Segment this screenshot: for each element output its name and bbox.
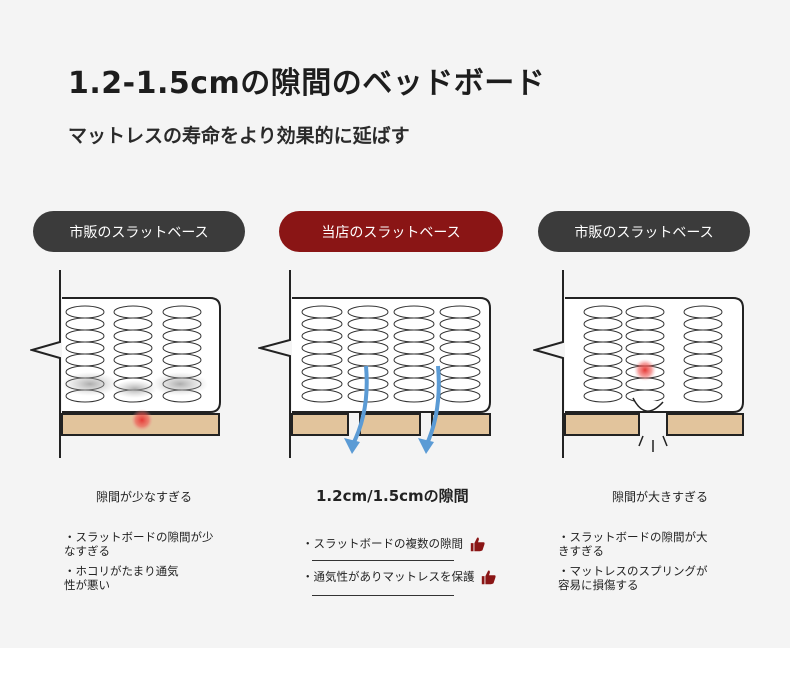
airflow-arrow-icon xyxy=(344,365,369,454)
panel-1-label-text: 市販のスラットベース xyxy=(69,224,209,241)
panel-2-note-1: ・スラットボードの複数の隙間 xyxy=(302,535,487,553)
panel-2-label-text: 当店のスラットベース xyxy=(321,224,461,241)
panel-2-label: 当店のスラットベース xyxy=(279,211,503,252)
panel-3-caption: 隙間が大きすぎる xyxy=(612,490,709,504)
panel-1-label: 市販のスラットベース xyxy=(33,211,245,252)
panel-3-label-text: 市販のスラットベース xyxy=(574,224,714,241)
page-title: 1.2-1.5cmの隙間のベッドボード xyxy=(68,66,546,101)
diagram-large-gap xyxy=(533,262,748,462)
panel-1-caption: 隙間が少なすぎる xyxy=(96,490,193,504)
note-line: ・マットレスのスプリングが xyxy=(558,564,708,578)
pressure-hotspot xyxy=(131,409,153,431)
note-line: ・スラットボードの隙間が大 xyxy=(558,530,708,544)
pressure-hotspot xyxy=(634,359,656,381)
panel-1-notes: ・スラットボードの隙間が少 なすぎる ・ホコリがたまり通気 性が悪い xyxy=(64,530,214,592)
panel-2-note-2: ・通気性がありマットレスを保護 xyxy=(302,568,498,586)
thumbs-up-icon xyxy=(470,537,485,552)
note-line: 性が悪い xyxy=(64,578,110,592)
diagram-small-gap xyxy=(30,262,245,462)
note-line: なすぎる xyxy=(64,544,110,558)
panel-3-label: 市販のスラットベース xyxy=(538,211,750,252)
note-line: ・通気性がありマットレスを保護 xyxy=(302,569,475,584)
thumbs-up-icon xyxy=(481,570,496,585)
page: 1.2-1.5cmの隙間のベッドボード マットレスの寿命をより効果的に延ばす 市… xyxy=(0,0,790,648)
note-line: ・ホコリがたまり通気 xyxy=(64,564,179,578)
divider xyxy=(312,595,454,596)
divider xyxy=(312,560,454,561)
note-line: ・スラットボードの複数の隙間 xyxy=(302,536,463,551)
diagram-optimal-gap xyxy=(258,262,491,462)
note-line: ・スラットボードの隙間が少 xyxy=(64,530,214,544)
note-line: きすぎる xyxy=(558,544,604,558)
note-line: 容易に損傷する xyxy=(558,578,639,592)
panel-2-caption: 1.2cm/1.5cmの隙間 xyxy=(316,487,469,505)
airflow-arrow-icon xyxy=(418,365,441,454)
panel-3-notes: ・スラットボードの隙間が大 きすぎる ・マットレスのスプリングが 容易に損傷する xyxy=(558,530,708,592)
page-subtitle: マットレスの寿命をより効果的に延ばす xyxy=(68,125,410,147)
